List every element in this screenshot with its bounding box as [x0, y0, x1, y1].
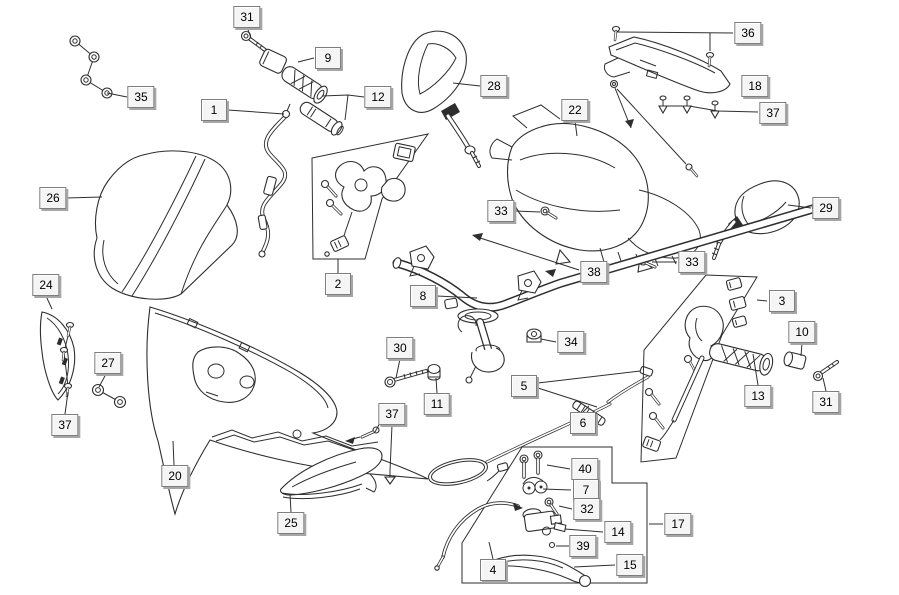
callout-18[interactable]: 18: [741, 75, 769, 97]
callout-29[interactable]: 29: [812, 197, 840, 219]
callout-37-top[interactable]: 37: [759, 102, 787, 124]
panel-rivets-part: [609, 79, 720, 178]
handlebar-part: [392, 202, 821, 384]
callout-6[interactable]: 6: [570, 412, 596, 434]
callout-31-right[interactable]: 31: [812, 391, 840, 413]
callout-28[interactable]: 28: [480, 75, 508, 97]
left-switch-group: [311, 133, 430, 260]
cover-screw-left-part: [540, 206, 558, 220]
bolt-left-part: [240, 30, 267, 52]
callout-17[interactable]: 17: [664, 513, 692, 535]
callout-24[interactable]: 24: [32, 274, 60, 296]
callout-22[interactable]: 22: [561, 99, 589, 121]
callout-14[interactable]: 14: [604, 521, 632, 543]
brake-cable-part: [428, 354, 697, 486]
right-switch-group: [640, 274, 758, 463]
bar-nut-part: [526, 328, 542, 343]
windscreen-part: [93, 150, 238, 300]
callout-8[interactable]: 8: [410, 285, 436, 307]
lower-trim-part: [279, 447, 383, 500]
callout-12[interactable]: 12: [364, 86, 392, 108]
callout-13[interactable]: 13: [744, 385, 772, 407]
instrument-panel-part: [604, 36, 731, 94]
washer-set-part: [69, 35, 113, 99]
callout-9[interactable]: 9: [315, 47, 341, 69]
callout-26[interactable]: 26: [39, 187, 67, 209]
washers-part: [91, 383, 127, 409]
callout-25[interactable]: 25: [277, 512, 305, 534]
left-mirror-part: [401, 30, 481, 168]
callout-33-right[interactable]: 33: [678, 251, 706, 273]
clamp-nut-part: [427, 363, 441, 381]
callout-1[interactable]: 1: [201, 99, 227, 121]
callout-10[interactable]: 10: [788, 321, 816, 343]
callout-36[interactable]: 36: [734, 22, 762, 44]
leader-lines: [45, 26, 827, 568]
bolt-right-part: [812, 360, 839, 382]
throttle-cable-part: [257, 103, 291, 258]
callout-2[interactable]: 2: [325, 273, 351, 295]
callout-37-center[interactable]: 37: [378, 403, 406, 425]
callout-33-left[interactable]: 33: [487, 200, 515, 222]
callout-30[interactable]: 30: [386, 337, 414, 359]
callout-20[interactable]: 20: [161, 465, 189, 487]
panel-screws-part: [611, 25, 715, 68]
callout-37-left[interactable]: 37: [51, 414, 79, 436]
callout-4[interactable]: 4: [480, 559, 506, 581]
trim-screws-part: [59, 321, 75, 398]
callout-11[interactable]: 11: [423, 393, 451, 415]
callout-34[interactable]: 34: [557, 331, 585, 353]
clamp-bolt-part: [384, 369, 428, 388]
callout-40[interactable]: 40: [571, 458, 599, 480]
brake-lever-group: [434, 446, 648, 588]
end-cap-left-part: [259, 48, 287, 74]
end-cap-right-part: [783, 351, 807, 370]
callout-31-top[interactable]: 31: [233, 6, 261, 28]
left-grip-part: [281, 66, 344, 136]
callout-35[interactable]: 35: [127, 86, 155, 108]
callout-32[interactable]: 32: [573, 498, 601, 520]
callout-27[interactable]: 27: [94, 352, 122, 374]
right-grip-part: [709, 343, 774, 376]
callout-15[interactable]: 15: [616, 554, 644, 576]
callout-38[interactable]: 38: [580, 261, 608, 283]
callout-5[interactable]: 5: [511, 375, 537, 397]
callout-39[interactable]: 39: [569, 535, 597, 557]
callout-3[interactable]: 3: [769, 290, 795, 312]
